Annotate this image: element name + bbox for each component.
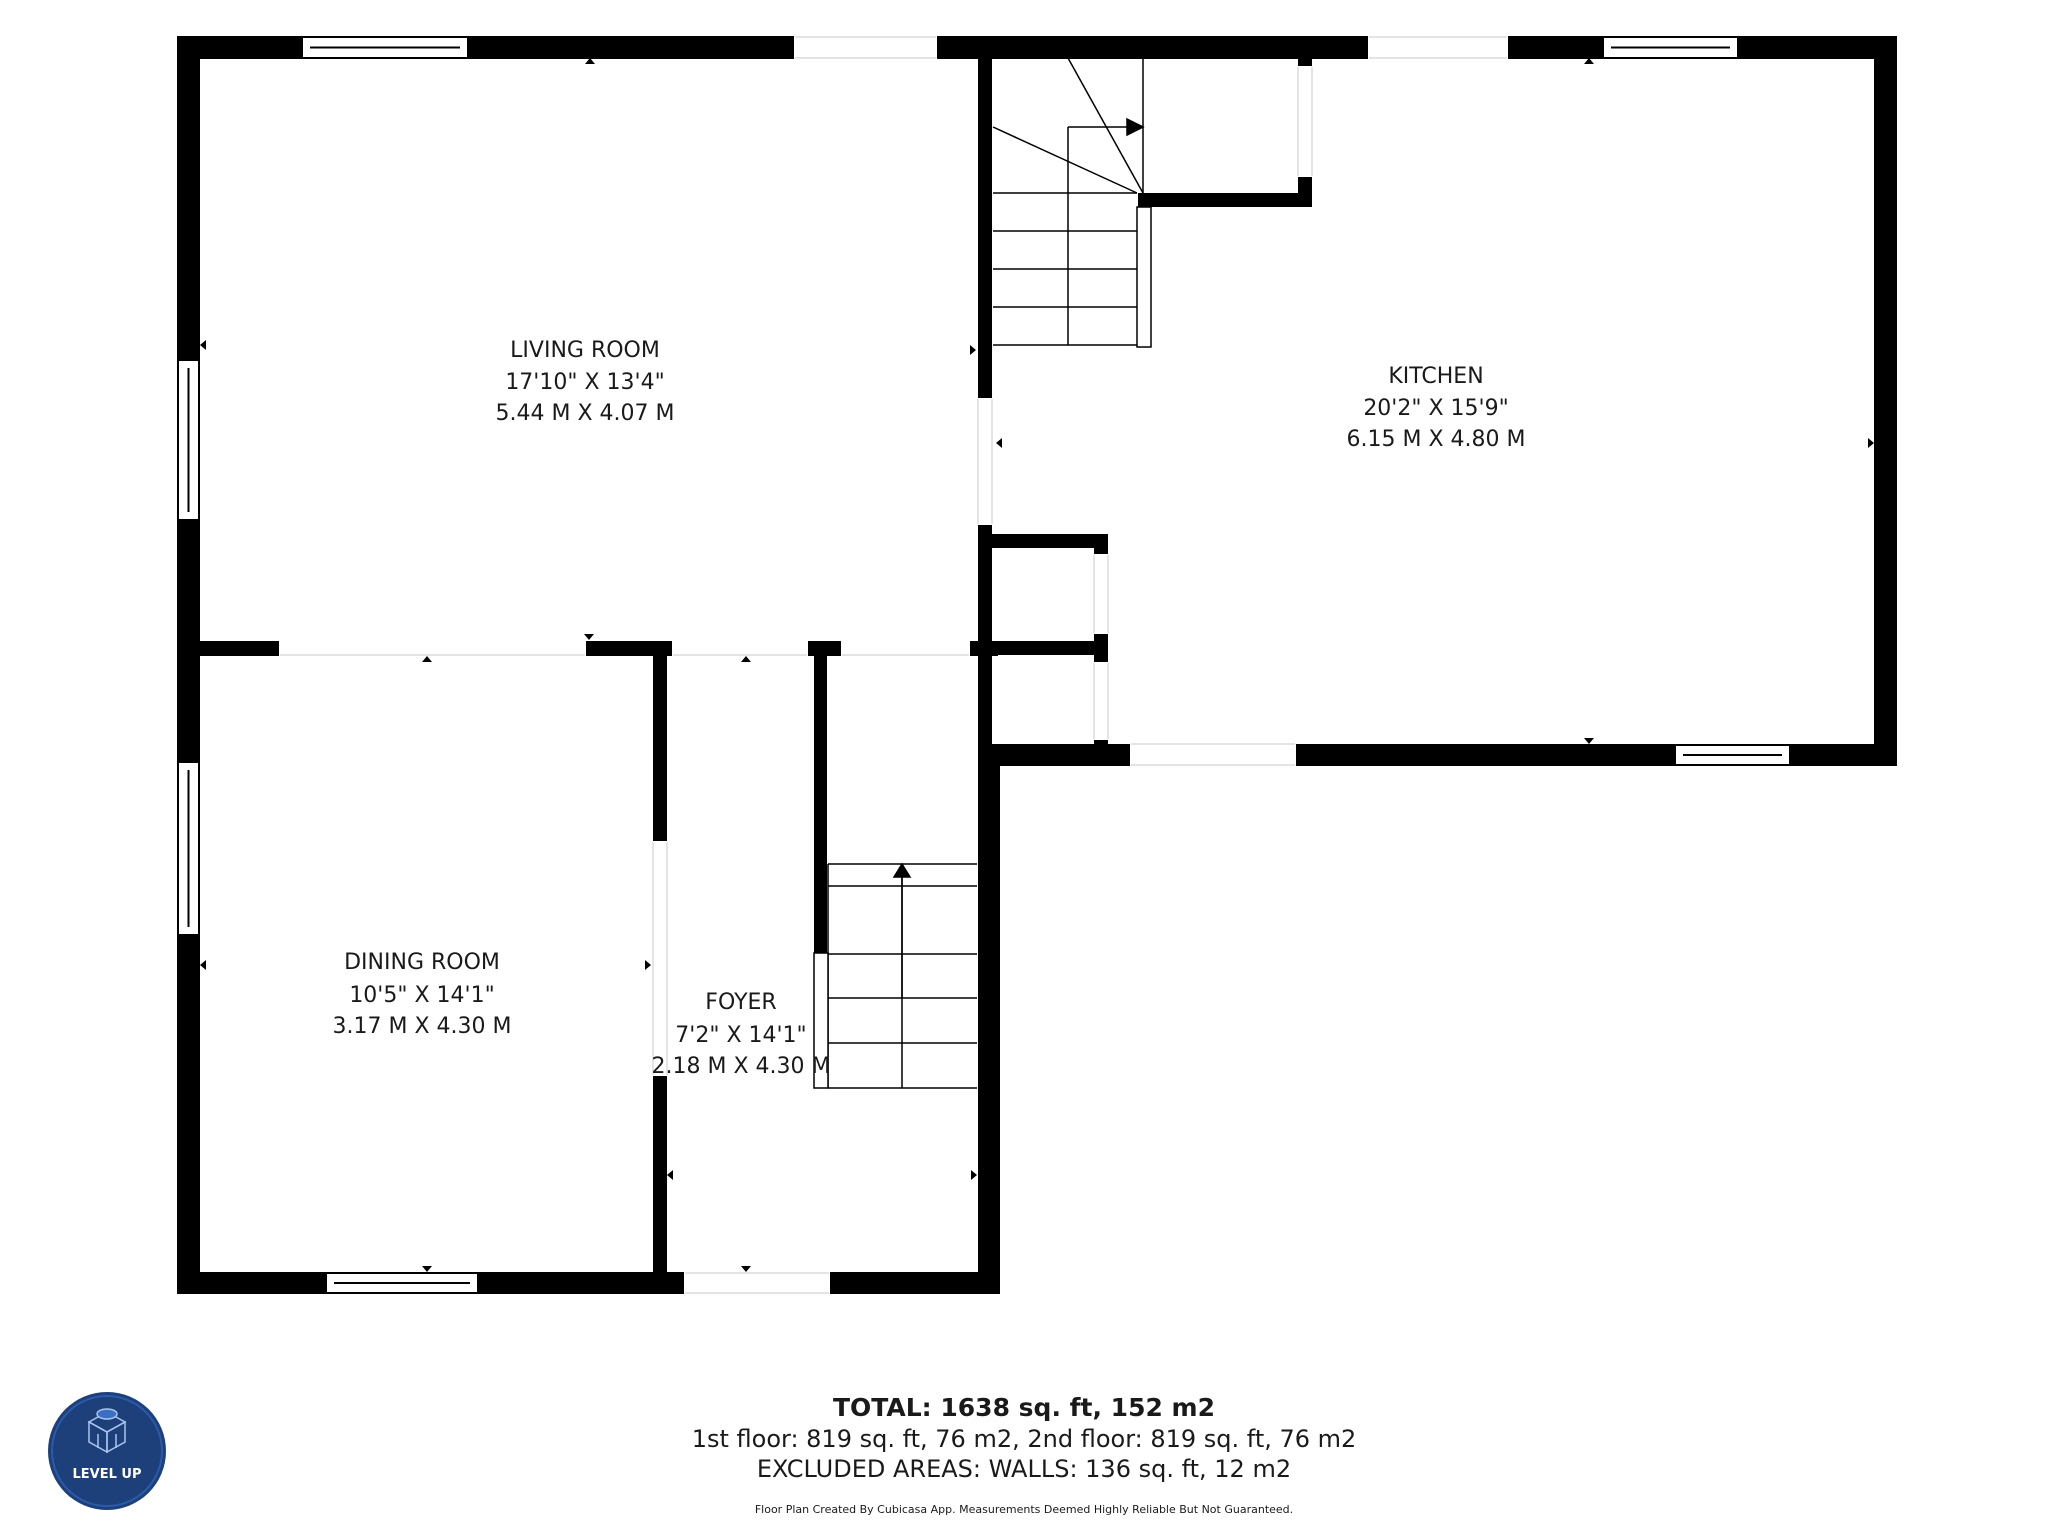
- wall: [177, 36, 301, 59]
- brand-logo: LEVEL UP: [48, 1392, 166, 1510]
- wall: [814, 641, 827, 953]
- dining-room-name: DINING ROOM: [344, 950, 500, 975]
- wall: [1296, 744, 1674, 766]
- wall: [1298, 50, 1312, 66]
- total-area: TOTAL: 1638 sq. ft, 152 m2: [832, 1393, 1216, 1422]
- disclaimer: Floor Plan Created By Cubicasa App. Meas…: [754, 1503, 1294, 1516]
- living-room-name: LIVING ROOM: [510, 338, 660, 363]
- wall: [978, 50, 992, 398]
- kitchen-name: KITCHEN: [1388, 364, 1483, 389]
- wall: [177, 1272, 325, 1294]
- wall: [1791, 744, 1897, 766]
- dining-room-dim-metric: 3.17 M X 4.30 M: [333, 1014, 512, 1039]
- stairs-upper: [992, 57, 1152, 348]
- windows: [177, 36, 1791, 1294]
- wall: [1138, 193, 1312, 207]
- wall: [937, 36, 1368, 59]
- wall: [177, 936, 200, 1294]
- foyer-name: FOYER: [705, 990, 776, 1015]
- wall: [177, 641, 279, 656]
- wall: [177, 36, 200, 361]
- dimension-markers: [200, 58, 1874, 1272]
- foyer-dim-metric: 2.18 M X 4.30 M: [652, 1054, 831, 1079]
- kitchen-dim-imperial: 20'2" X 15'9": [1363, 396, 1508, 421]
- wall: [978, 744, 1000, 1294]
- wall: [1739, 36, 1897, 59]
- excluded-areas: EXCLUDED AREAS: WALLS: 136 sq. ft, 12 m2: [756, 1455, 1292, 1483]
- wall: [1508, 36, 1602, 59]
- living-room-dim-imperial: 17'10" X 13'4": [505, 370, 664, 395]
- living-room-dim-metric: 5.44 M X 4.07 M: [496, 401, 675, 426]
- wall: [1094, 534, 1108, 554]
- floor-areas: 1st floor: 819 sq. ft, 76 m2, 2nd floor:…: [691, 1425, 1357, 1453]
- logo-text: LEVEL UP: [73, 1467, 142, 1482]
- wall: [830, 1272, 998, 1294]
- foyer-dim-imperial: 7'2" X 14'1": [675, 1023, 806, 1048]
- wall: [469, 36, 794, 59]
- wall: [978, 744, 1130, 766]
- wall: [1094, 740, 1108, 766]
- wall: [978, 534, 1108, 548]
- wall: [479, 1272, 684, 1294]
- wall: [1874, 36, 1897, 766]
- wall: [1094, 634, 1108, 662]
- walls: [177, 36, 1897, 1294]
- dining-room-dim-imperial: 10'5" X 14'1": [349, 983, 494, 1008]
- wall: [1298, 177, 1312, 207]
- openings: [280, 36, 1507, 1294]
- wall: [586, 641, 672, 656]
- wall: [978, 641, 1108, 655]
- stairs-lower: [813, 862, 977, 1089]
- wall: [653, 1076, 667, 1294]
- kitchen-dim-metric: 6.15 M X 4.80 M: [1347, 427, 1526, 452]
- wall: [653, 641, 667, 841]
- house-icon: [87, 1408, 127, 1454]
- room-labels: LIVING ROOM 17'10" X 13'4" 5.44 M X 4.07…: [333, 338, 1526, 1079]
